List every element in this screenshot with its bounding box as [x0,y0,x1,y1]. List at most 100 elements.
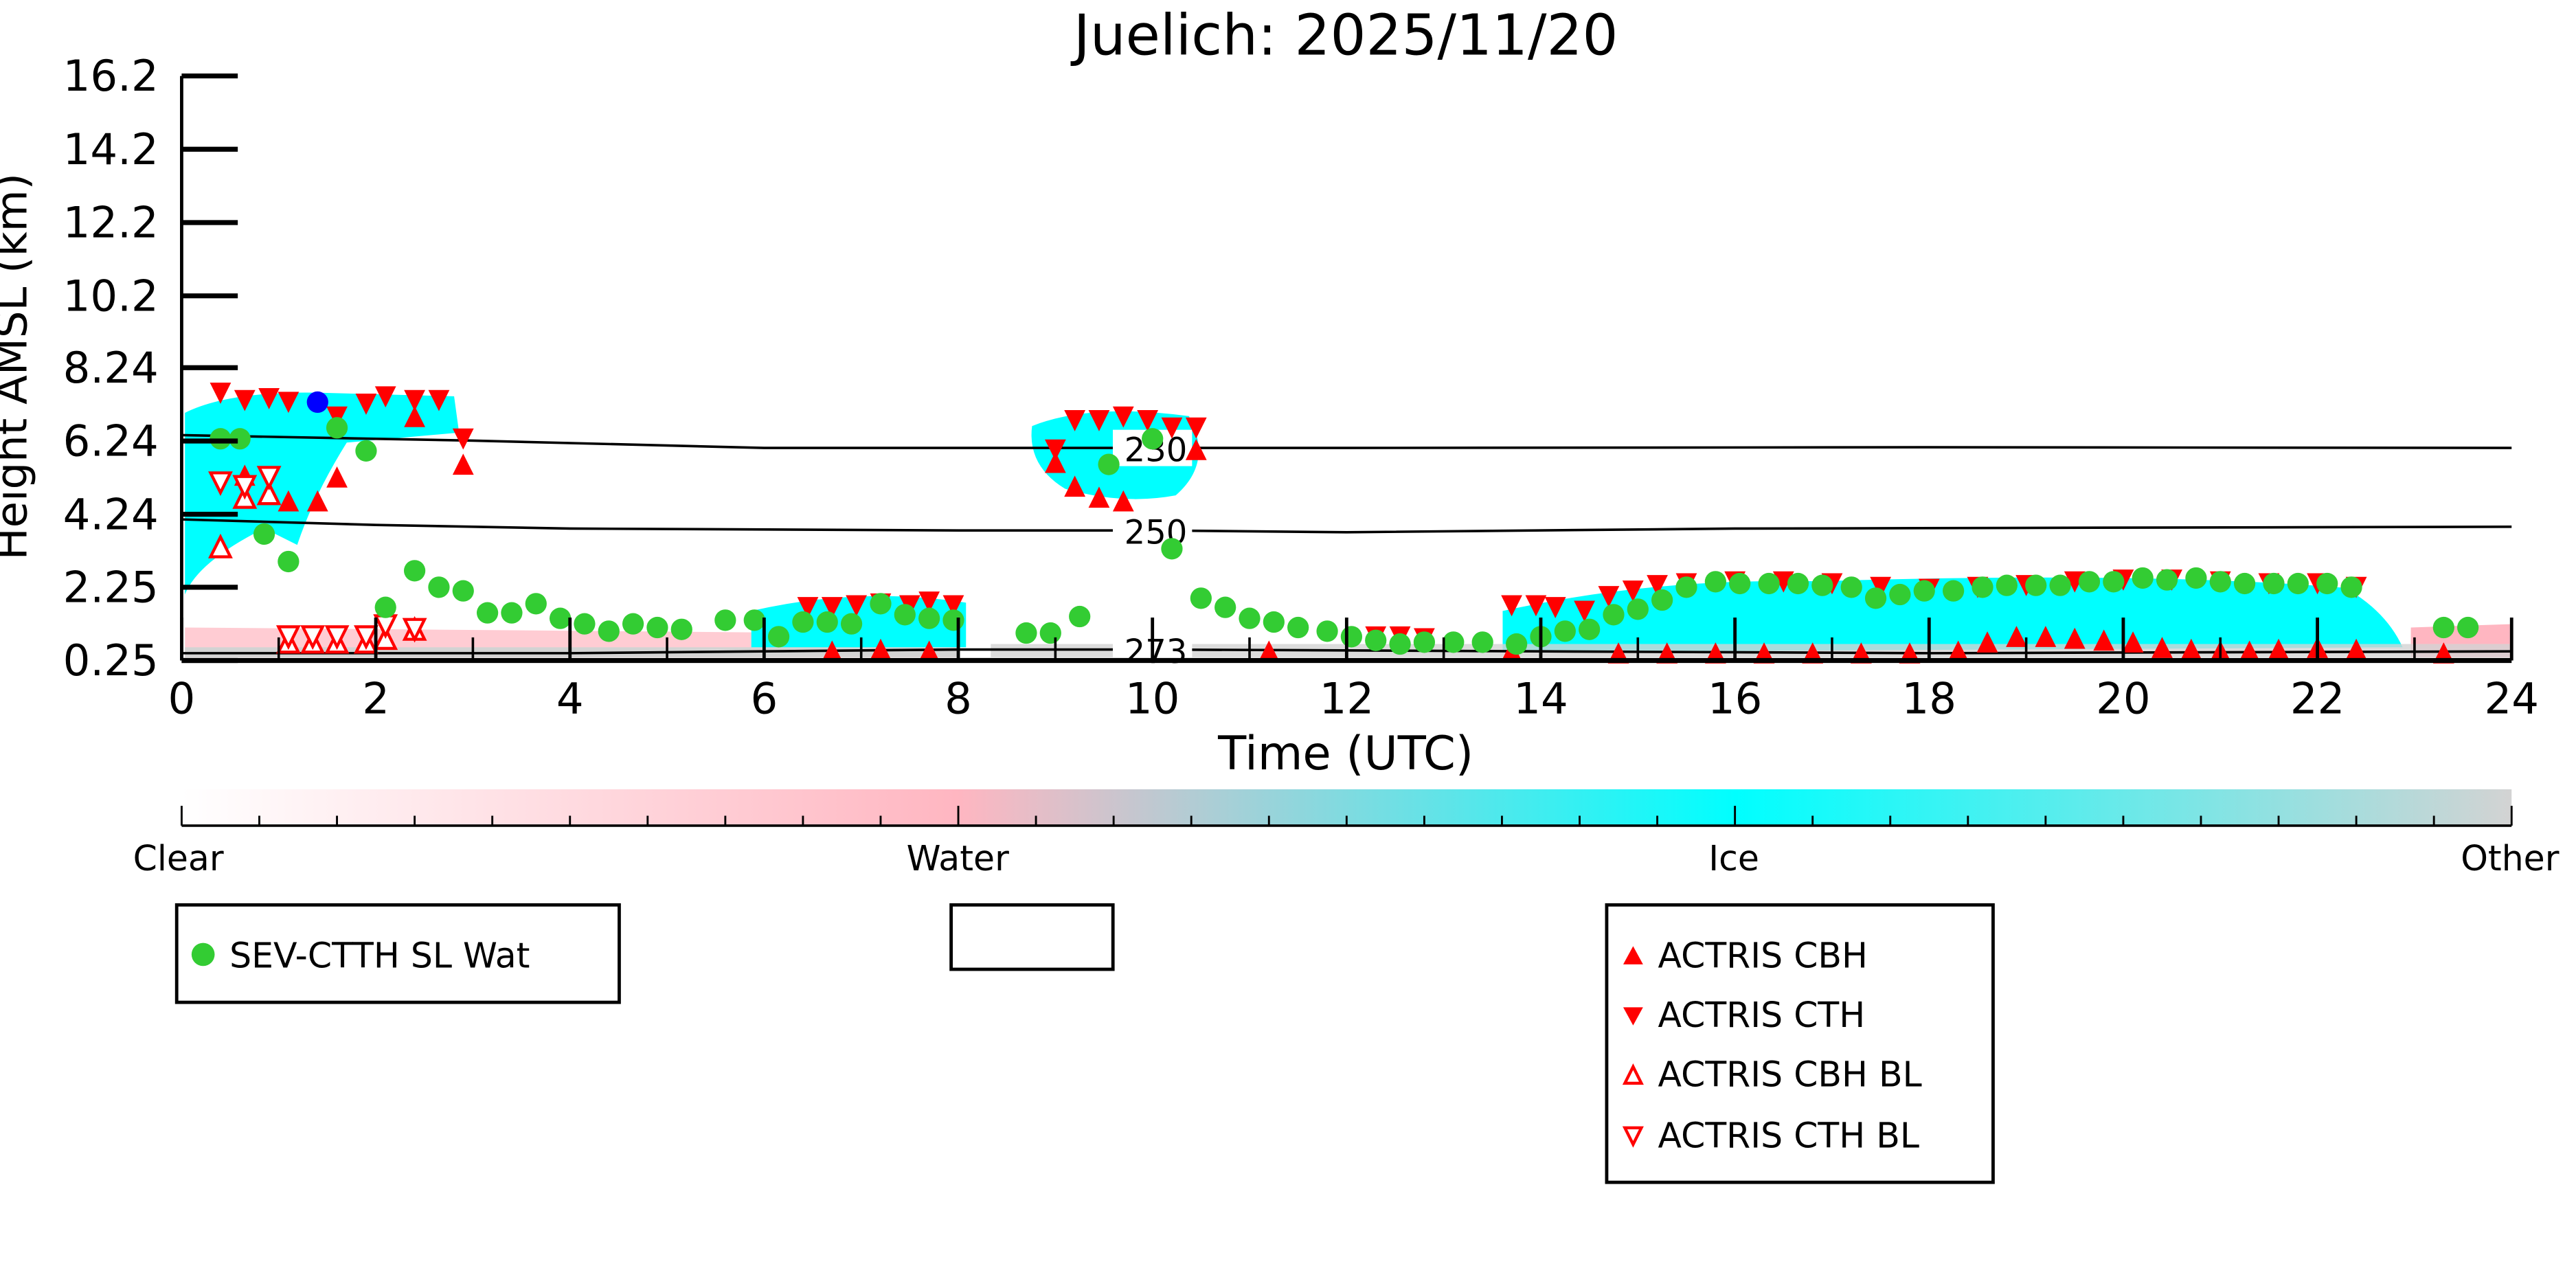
actris-cbh-point [452,453,474,475]
actris-cth-point [326,406,348,428]
y-axis-label: Height AMSL (km) [0,173,36,560]
sev-ctth-sl-wat-point [1889,583,1911,606]
sev-ctth-sl-wat-point [1239,607,1261,629]
sev-ctth-sl-wat-point [1098,453,1120,475]
legend-label: ACTRIS CBH BL [1658,1054,1921,1095]
legend-marker-triangle-down-open [1622,1126,1644,1148]
actris-cbh-point [1976,631,1998,653]
data-marks [208,383,2479,664]
sev-ctth-sl-wat-point [743,609,765,631]
x-tick-label: 0 [168,673,196,723]
actris-cth-bl-point [256,466,282,491]
sev-ctth-sl-wat-point [2233,572,2256,595]
cloud-mask [185,392,2510,657]
sev-ctth-sl-wat-point [894,604,916,626]
actris-cth-point [797,597,819,618]
y-tick-label: 2.25 [63,562,159,612]
sev-ctth-sl-wat-point [1554,620,1576,642]
sev-ctth-sl-wat-point [1214,596,1236,618]
sev-ctth-sl-wat-point [2432,616,2454,639]
sev-ctth-sl-wat-point [1263,611,1285,633]
actris-cbh-bl-point [256,480,282,506]
sev-ctth-sl-wat-point [2287,572,2309,595]
x-tick-label: 6 [750,673,778,723]
y-tick-label: 4.24 [63,489,159,539]
sev-ctth-sl-wat-point [403,560,426,582]
actris-cth-point [428,389,450,411]
sev-ctth-sl-wat-point [476,602,499,624]
sev-ctth-sl-wat-point [1840,576,1862,598]
sev-ctth-sl-wat-point [622,613,644,635]
sev-ctth-sl-wat-point [1996,574,2018,596]
sev-ctth-sl-wat-point [2132,567,2154,589]
actris-cth-point [355,394,377,415]
actris-cbh-point [1112,490,1134,512]
actris-cth-bl-point [232,475,258,500]
actris-cth-point [1064,410,1086,431]
legend-actris: ACTRIS CBH ACTRIS CTH ACTRIS CBH BL ACTR… [1605,903,1995,1184]
sev-ctth-sl-wat-point [1704,571,1727,593]
sev-ctth-sl-wat-point [355,440,377,462]
sev-ctth-sl-wat-point [2209,571,2231,593]
sev-ctth-sl-wat-point [326,417,348,439]
actris-cth-point [258,388,280,409]
actris-cbh-point [278,490,300,512]
legend-empty [949,903,1115,971]
sev-ctth-sl-wat-point [870,593,892,615]
sev-ctth-sl-wat-point [1506,633,1528,655]
x-tick-label: 2 [362,673,389,723]
actris-cbh-point [2035,626,2057,647]
x-tick-label: 24 [2484,673,2539,723]
sev-ctth-sl-wat-point [1913,580,1935,602]
actris-cth-point [234,389,256,411]
sev-ctth-sl-wat-point [2156,569,2178,591]
actris-cbh-point [2064,627,2086,649]
y-tick-label: 0.25 [63,635,159,686]
actris-cbh-point [1088,486,1110,508]
sev-ctth-sl-wat-point [2185,567,2207,589]
sev-ctth-sl-wat-point [428,576,450,598]
x-tick-label: 12 [1320,673,1375,723]
actris-cbh-point [1064,475,1086,497]
chart-title: Juelich: 2025/11/20 [1070,3,1618,68]
sev-ctth-sl-wat-point [1651,589,1673,611]
sev-ctth-sl-wat-point [792,611,814,633]
actris-cth-point [1501,595,1522,617]
actris-cth-point [1870,576,1892,598]
y-tick-label: 10.2 [63,271,159,321]
sev-ctth-sl-wat-point [1627,598,1649,620]
x-tick-label: 18 [1902,673,1957,723]
x-tick-label: 14 [1513,673,1568,723]
sev-ctth-sl-wat-point [1190,587,1212,609]
actris-cth-point [452,428,474,450]
actris-cth-point [918,591,940,613]
actris-cth-point [1598,586,1620,607]
sev-ctth-sl-wat-point [1161,538,1183,560]
sev-ctth-sl-wat-point [1365,629,1387,651]
x-tick-label: 10 [1125,673,1180,723]
y-tick-label: 14.2 [63,124,159,174]
sev-ctth-sl-wat-point [1787,572,1809,595]
actris-cth-point [846,595,868,617]
actris-cth-bl-point [354,625,379,651]
sev-ctth-sl-wat-point [253,523,275,545]
sev-ctth-sl-wat-point [1603,604,1625,626]
x-tick-label: 16 [1708,673,1763,723]
actris-cbh-point [1185,438,1207,460]
contour-line-250 [181,518,2512,534]
sev-ctth-sl-wat-point [598,620,620,642]
sev-ctth-sl-wat-point [1413,631,1436,653]
actris-cbh-point [2122,631,2144,653]
actris-cbh-point [2093,629,2115,651]
sev-ctth-sl-wat-point [942,609,964,631]
actris-cth-point [1544,597,1566,618]
sev-ctth-sl-wat-point [574,613,596,635]
actris-cth-bl-point [208,471,233,497]
actris-cth-point [1574,600,1595,622]
sev-ctth-sl-wat-point [714,609,736,631]
colorbar-label-water: Water [907,838,1009,879]
sev-ctth-sl-wat-point [525,593,547,615]
